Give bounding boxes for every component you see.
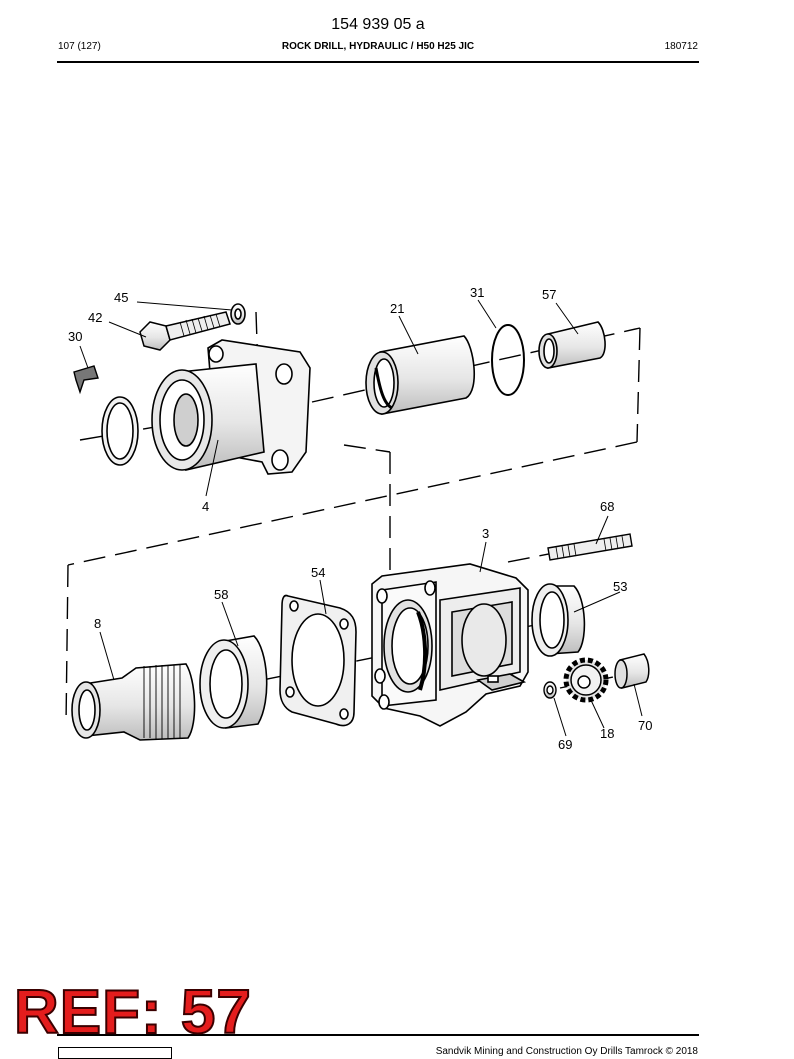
footer-rule [57,1034,699,1036]
part-31-o-ring [491,324,525,396]
part-58-bearing [199,635,268,729]
part-42-bolt [139,311,231,351]
part-21-sleeve [365,335,476,415]
label-8: 8 [94,616,101,631]
label-30: 30 [68,329,82,344]
label-53: 53 [613,579,627,594]
label-21: 21 [390,301,404,316]
part-45-washer [230,303,246,325]
footer-logo [58,1047,172,1059]
document-title: ROCK DRILL, HYDRAULIC / H50 H25 JIC [281,41,475,52]
part-8-shaft [71,663,196,741]
ref-stamp: REF: 57 [13,978,252,1047]
part-70-sleeve [614,653,650,689]
label-70: 70 [638,718,652,733]
part-53-bearing [531,583,586,657]
page-indicator: 107 (127) [58,41,101,52]
leader-lines [79,299,643,737]
callout-labels: 45 42 30 21 31 57 4 68 3 54 53 58 8 70 1… [68,285,652,752]
label-18: 18 [600,726,614,741]
part-30-key [73,365,99,395]
part-18-gear [563,657,609,703]
label-69: 69 [558,737,572,752]
part-57-bushing [538,321,606,369]
date-code: 180712 [664,41,698,52]
label-31: 31 [470,285,484,300]
label-58: 58 [214,587,228,602]
header-rule [57,61,699,63]
o-ring-front [101,396,139,466]
part-54-gasket [279,594,357,727]
label-57: 57 [542,287,556,302]
part-69-small-bushing [543,681,557,699]
footer-copyright: Sandvik Mining and Construction Oy Drill… [435,1046,698,1057]
label-42: 42 [88,310,102,325]
part-68-stud [547,533,633,561]
label-68: 68 [600,499,614,514]
label-4: 4 [202,499,209,514]
part-3-main-housing [371,563,529,727]
document-number: 154 939 05 a [331,16,425,33]
label-3: 3 [482,526,489,541]
label-54: 54 [311,565,325,580]
label-45: 45 [114,290,128,305]
part-4-front-housing [151,339,311,475]
